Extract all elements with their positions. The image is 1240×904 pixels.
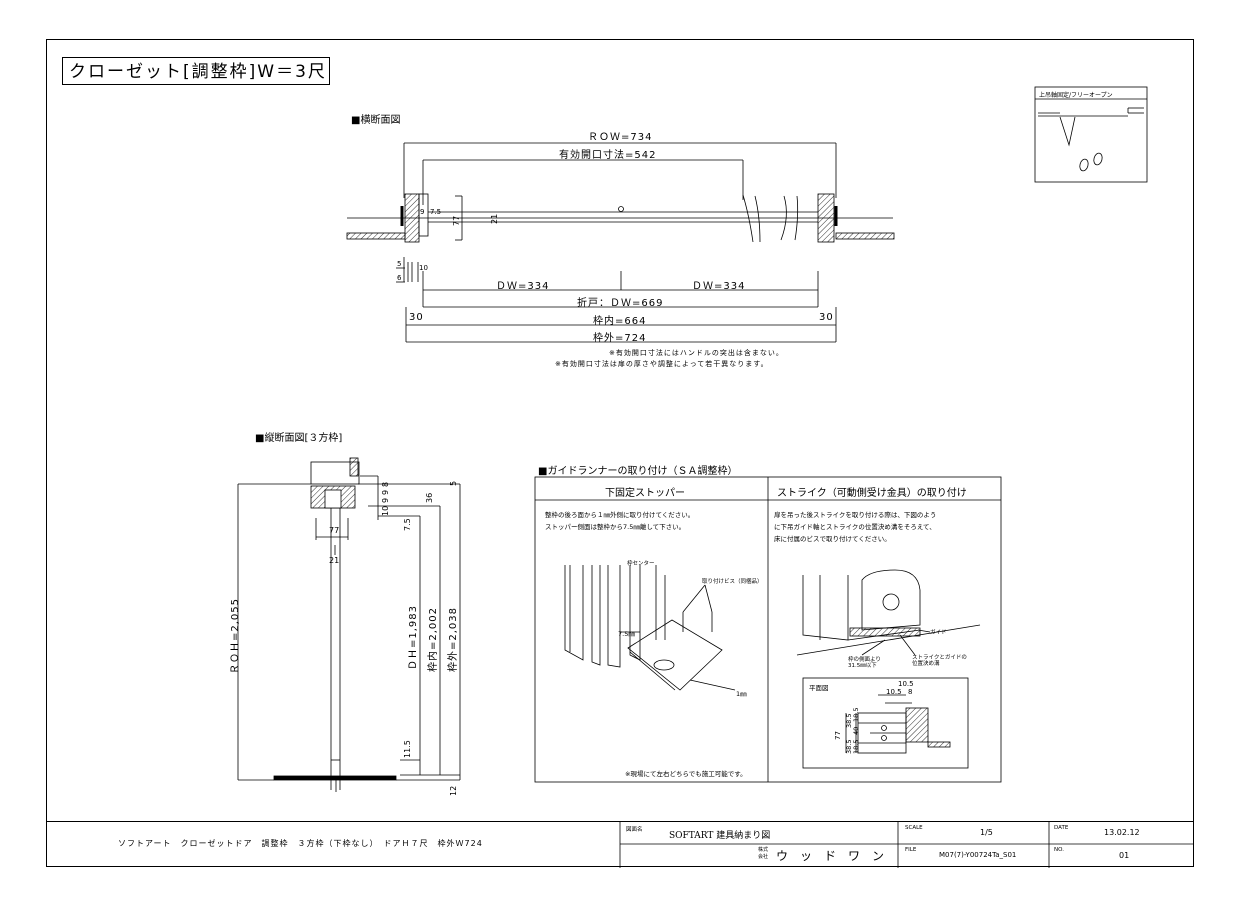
vdim-7-5: 7.5	[403, 518, 412, 531]
label-strike-1: ストライクとガイドの	[912, 655, 967, 661]
small-dim-9: 9	[420, 208, 425, 216]
plan-v-18-5a: 18.5	[852, 739, 860, 754]
outer-height-dim: 枠外=2,038	[448, 606, 459, 672]
guide-heading: ■ガイドランナーの取り付け（ＳＡ調整枠）	[538, 466, 738, 477]
company-prefix-2: 会社	[758, 854, 769, 860]
plan-v-18-5b: 18.5	[852, 707, 860, 722]
side-30-left: 30	[409, 312, 424, 323]
vdim-36: 36	[425, 492, 434, 503]
note-handle: ※有効開口寸法にはハンドルの突出は含まない。	[609, 349, 784, 357]
small-dim-77: 77	[452, 215, 461, 226]
label-1mm: 1㎜	[736, 690, 747, 698]
roh-dim: ＲＯＨ=2,055	[230, 597, 241, 674]
dw-left-dim: ＤＷ=334	[496, 281, 550, 292]
vdim-11-5: 11.5	[403, 740, 412, 758]
side-30-right: 30	[819, 312, 834, 323]
dw-right-dim: ＤＷ=334	[692, 281, 746, 292]
vdim-21: 21	[329, 556, 340, 565]
side-dim-10: 10	[419, 264, 428, 272]
label-screw: 取り付けビス（同梱品）	[702, 579, 763, 585]
company-prefix-1: 株式	[758, 847, 769, 853]
stopper-text-2: ストッパー側面は整枠から7.5㎜離して下さい。	[545, 523, 686, 531]
row-dim: ＲＯＷ=734	[588, 132, 653, 143]
note-both-sides: ※現場にて左右どちらでも施工可能です。	[625, 770, 747, 778]
side-dim-5: 5	[397, 260, 402, 268]
small-dim-7-5: 7.5	[430, 208, 442, 216]
strike-text-1: 扉を吊った後ストライクを取り付ける際は、下図のよう	[774, 511, 937, 519]
title-block: ソフトアート クローゼットドア 調整枠 ３方枠（下枠なし） ドアＨ７尺 枠外Ｗ7…	[46, 821, 1194, 868]
drawing-name: SOFTART 建具納まり図	[669, 831, 771, 841]
plan-dim-77: 77	[834, 731, 842, 740]
label-frame-center: 枠センター	[627, 561, 655, 567]
scale-label: SCALE	[905, 825, 923, 831]
file-value: M07(7)-Y00724Ta_S01	[939, 851, 1017, 859]
plan-dim-10-5a: 10.5	[898, 680, 914, 688]
label-frame-side-1: 枠の側面より	[848, 657, 881, 663]
stopper-text-1: 整枠の後ろ面から１㎜外側に取り付けてください。	[545, 511, 695, 519]
folding-door-dim: 折戸：ＤＷ=669	[577, 298, 664, 309]
label-frame-side-2: 31.5㎜以下	[848, 663, 877, 669]
legend-box	[1034, 86, 1148, 183]
vdim-8: 8	[381, 481, 390, 487]
plan-dim-10-5b: 10.5	[886, 688, 902, 696]
plan-dim-8: 8	[908, 688, 913, 696]
vdim-77: 77	[329, 526, 340, 535]
outer-width-dim: 枠外=724	[593, 333, 647, 344]
vdim-10: 10	[381, 505, 390, 516]
note-thickness: ※有効開口寸法は扉の厚さや調整によって若干異なります。	[555, 360, 769, 368]
inner-width-dim: 枠内=664	[593, 316, 647, 327]
label-guide: ガイド	[930, 630, 947, 636]
strike-text-3: 床に付属のビスで取り付けてください。	[774, 535, 891, 543]
drawing-description: ソフトアート クローゼットドア 調整枠 ３方枠（下枠なし） ドアＨ７尺 枠外Ｗ7…	[118, 839, 483, 848]
date-label: DATE	[1054, 825, 1069, 831]
title-block-grid	[619, 822, 1194, 868]
inner-height-dim: 枠内=2,002	[428, 606, 439, 672]
strike-text-2: に下吊ガイド軸とストライクの位置決め溝をそろえて、	[774, 523, 936, 531]
horizontal-section-heading: ■横断面図	[351, 115, 401, 126]
name-label: 図面名	[626, 827, 643, 833]
no-value: 01	[1119, 851, 1130, 860]
stopper-title: 下固定ストッパー	[605, 488, 685, 499]
vertical-section-heading: ■縦断面図[３方枠]	[255, 433, 343, 444]
plan-box	[802, 677, 969, 769]
vdim-12: 12	[449, 785, 458, 796]
label-7-5mm: 7.5㎜	[618, 630, 635, 638]
plan-label: 平面図	[809, 684, 829, 692]
plan-v-38-5b: 38.5	[845, 713, 853, 728]
side-dim-6: 6	[397, 274, 402, 282]
scale-value: 1/5	[980, 828, 993, 837]
dh-dim: ＤＨ=1,983	[408, 604, 419, 670]
legend-label: 上吊軸固定/フリーオープン	[1039, 92, 1113, 99]
drawing-title: クローゼット[調整枠]W＝3尺	[62, 57, 330, 85]
company-name: ウ ッ ド ワ ン	[776, 849, 885, 863]
plan-v-40: 40	[852, 726, 860, 735]
date-value: 13.02.12	[1104, 828, 1140, 837]
effective-opening-dim: 有効開口寸法=542	[559, 150, 657, 161]
vdim-5: 5	[449, 480, 458, 486]
small-dim-21: 21	[490, 213, 499, 224]
vdim-9b: 9	[381, 489, 390, 495]
file-label: FILE	[905, 847, 917, 853]
no-label: NO.	[1054, 847, 1064, 853]
label-strike-2: 位置決め溝	[912, 661, 940, 667]
vdim-9a: 9	[381, 497, 390, 503]
strike-title: ストライク（可動側受け金具）の取り付け	[777, 488, 967, 499]
